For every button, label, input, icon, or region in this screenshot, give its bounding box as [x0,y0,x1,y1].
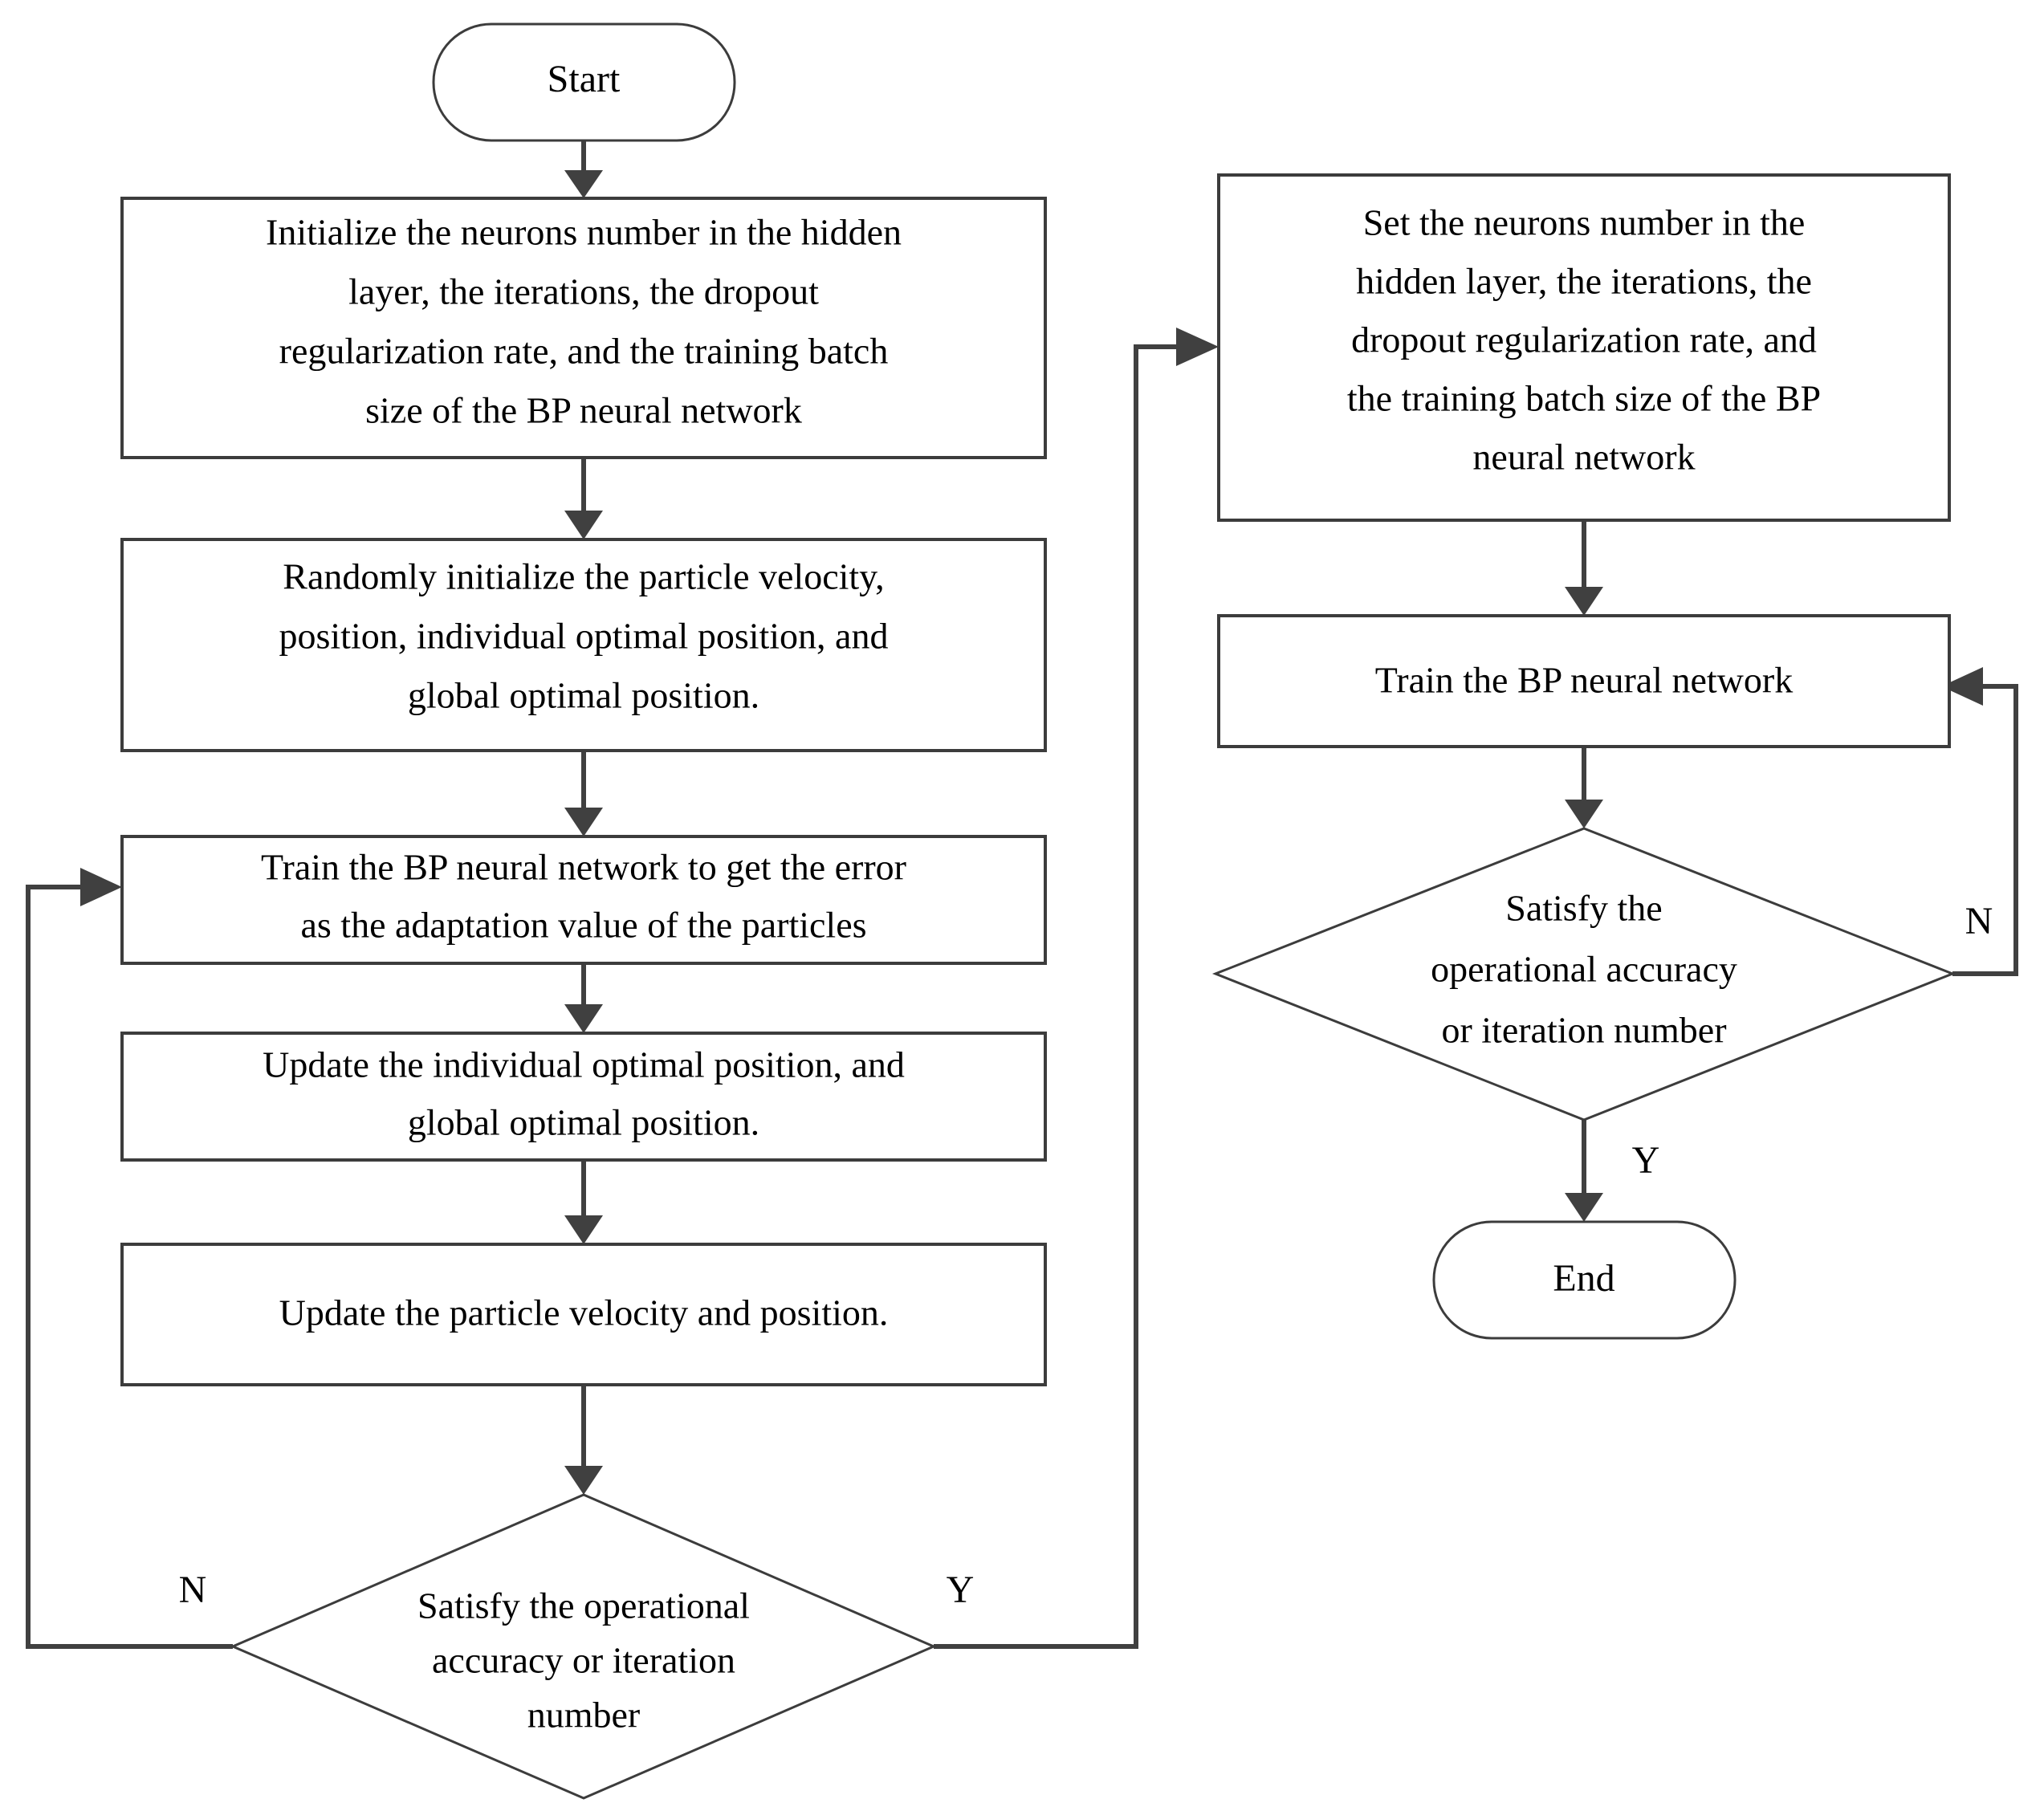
node-set-params-line-2: hidden layer, the iterations, the [1356,261,1812,302]
node-init-particles-line-1: Randomly initialize the particle velocit… [283,556,884,597]
node-start[interactable]: Start [432,22,736,142]
node-update-best[interactable]: Update the individual optimal position, … [120,1032,1047,1162]
connector-init-params-to-init-particles [564,458,603,539]
node-set-params-line-3: dropout regularization rate, and [1351,319,1817,360]
node-update-best-line-2: global optimal position. [408,1102,759,1143]
node-bp-decision-line-2: operational accuracy [1431,949,1737,990]
node-update-best-line-1: Update the individual optimal position, … [263,1044,905,1085]
node-bp-decision-line-1: Satisfy the [1505,888,1662,929]
connector-update-particle-to-pso-decision [564,1385,603,1495]
connector-train-bp-to-bp-decision [1565,747,1603,828]
node-init-params-line-1: Initialize the neurons number in the hid… [266,212,902,253]
node-init-particles-line-3: global optimal position. [408,675,759,716]
node-init-params[interactable]: Initialize the neurons number in the hid… [120,197,1047,459]
connector-bp-yes-to-end [1565,1120,1603,1222]
node-set-params[interactable]: Set the neurons number in the hidden lay… [1217,173,1951,522]
node-train-bp[interactable]: Train the BP neural network [1217,614,1951,748]
connector-set-params-to-train-bp [1565,520,1603,616]
node-init-params-line-4: size of the BP neural network [365,390,802,431]
connector-train-fitness-to-update-best [564,963,603,1033]
node-init-params-line-3: regularization rate, and the training ba… [279,331,889,372]
connector-update-best-to-update-particle [564,1160,603,1244]
node-train-bp-line-1: Train the BP neural network [1375,660,1793,701]
node-train-fitness-line-2: as the adaptation value of the particles [300,905,866,946]
node-start-label: Start [548,58,621,100]
edge-label-bp-yes: Y [1632,1139,1660,1182]
node-bp-decision-line-3: or iteration number [1441,1010,1726,1051]
node-train-fitness[interactable]: Train the BP neural network to get the e… [120,835,1047,965]
node-pso-decision[interactable]: Satisfy the operational accuracy or iter… [230,1493,937,1800]
node-init-params-line-2: layer, the iterations, the dropout [348,271,819,312]
node-update-particle[interactable]: Update the particle velocity and positio… [120,1243,1047,1386]
connector-pso-yes-path [934,328,1219,1649]
edge-label-pso-no: N [179,1569,207,1611]
node-end-label: End [1553,1257,1614,1300]
node-update-particle-line-1: Update the particle velocity and positio… [279,1292,889,1333]
node-set-params-line-1: Set the neurons number in the [1363,202,1806,243]
node-bp-decision[interactable]: Satisfy the operational accuracy or iter… [1211,827,1956,1121]
node-pso-decision-line-3: number [527,1695,641,1736]
connector-init-particles-to-train-fitness [564,751,603,836]
node-end[interactable]: End [1432,1220,1737,1340]
node-init-particles-line-2: position, individual optimal position, a… [279,616,889,657]
edge-label-pso-yes: Y [947,1569,975,1611]
connector-start-to-init-params [564,140,603,198]
edge-label-bp-no: N [1965,900,1993,942]
node-pso-decision-line-1: Satisfy the operational [417,1585,750,1626]
node-set-params-line-5: neural network [1472,437,1695,478]
connector-bp-no-loop [1941,667,2018,976]
node-init-particles[interactable]: Randomly initialize the particle velocit… [120,538,1047,752]
node-pso-decision-line-2: accuracy or iteration [432,1640,735,1681]
node-set-params-line-4: the training batch size of the BP [1347,378,1821,419]
node-train-fitness-line-1: Train the BP neural network to get the e… [261,847,906,888]
connector-pso-no-loop [26,868,233,1649]
